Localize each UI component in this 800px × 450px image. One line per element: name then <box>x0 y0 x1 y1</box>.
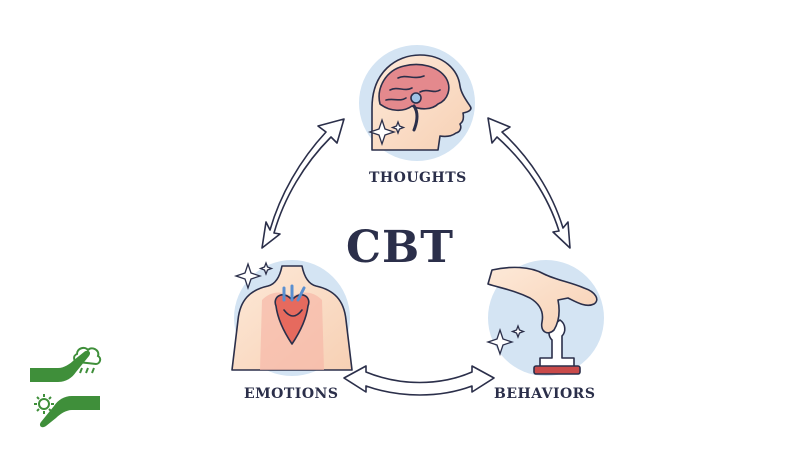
torso-heart-icon <box>231 265 353 371</box>
thoughts-node <box>359 45 475 161</box>
center-title: CBT <box>346 222 454 273</box>
behaviors-node <box>485 260 604 376</box>
arrow-thoughts-emotions <box>261 118 345 249</box>
behaviors-label: BEHAVIORS <box>494 386 596 402</box>
arrow-thoughts-behaviors <box>487 117 571 249</box>
emotions-label: EMOTIONS <box>244 386 339 402</box>
hand-chess-knight-icon <box>487 266 598 375</box>
sparkle-icon <box>233 261 274 291</box>
emotions-node <box>231 260 353 376</box>
arrow-emotions-behaviors <box>343 365 495 396</box>
sparkle-icon <box>367 117 406 147</box>
sparkle-icon <box>485 324 526 357</box>
thoughts-label: THOUGHTS <box>369 170 467 186</box>
hands-sun-cloud-logo-icon <box>30 346 102 428</box>
